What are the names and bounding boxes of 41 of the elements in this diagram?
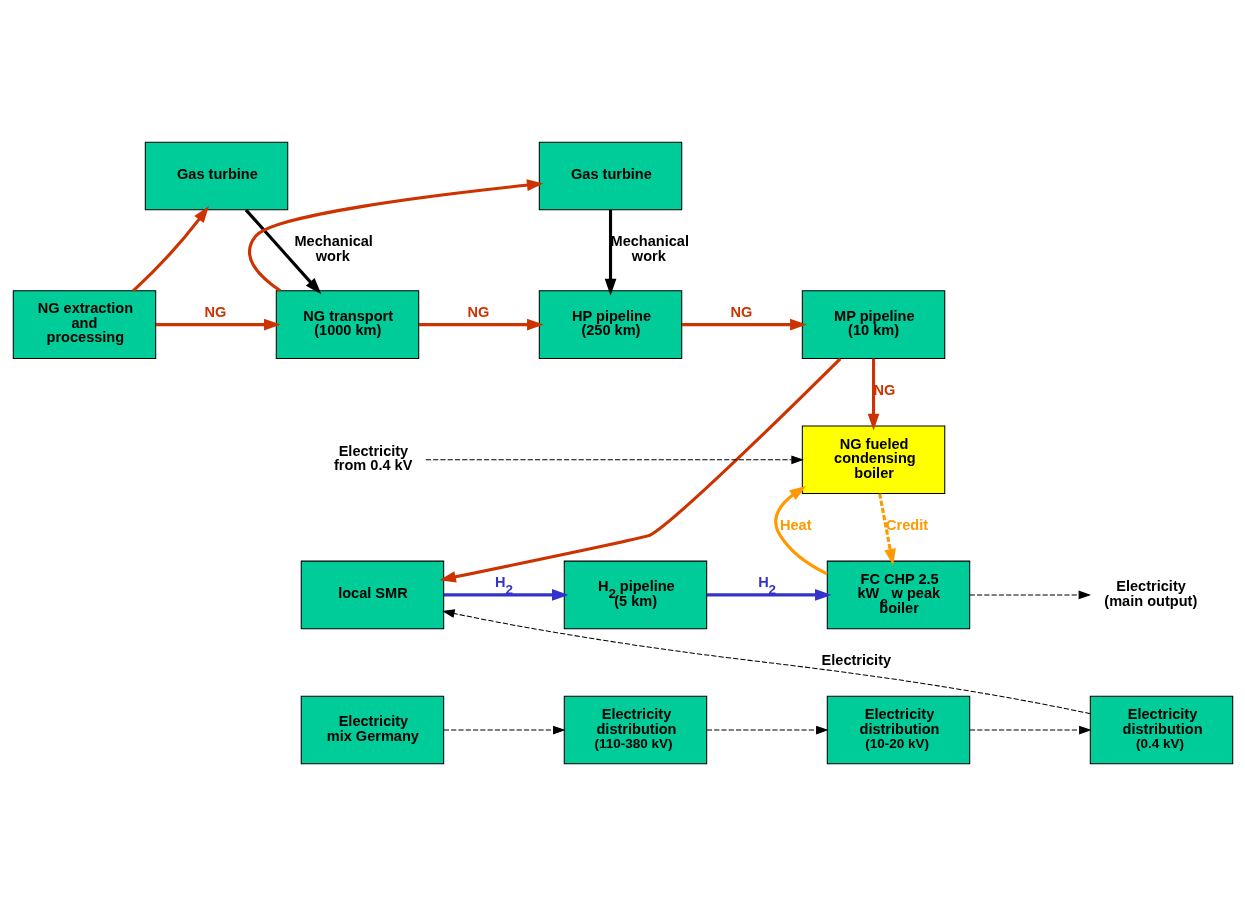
- node-box: MP pipeline (10 km): [801, 290, 945, 359]
- node-box: NG transport (1000 km): [275, 290, 419, 359]
- arrow: [681, 318, 807, 331]
- arrow: [968, 590, 1091, 600]
- edge-label: Heat: [779, 517, 812, 534]
- edge-label: Electricity: [821, 652, 891, 669]
- node-box: NG extraction and processing: [12, 290, 156, 359]
- node-box: NG fueled condensing boiler: [801, 425, 945, 495]
- edge-label: Mechanical work: [610, 233, 689, 264]
- arrow: [443, 589, 569, 601]
- arrow: [604, 209, 616, 296]
- node-box: Gas turbine: [538, 141, 682, 211]
- edge-label: NG: [730, 303, 752, 320]
- arrow: [877, 493, 896, 566]
- arrow: [442, 725, 566, 735]
- edge-label: Credit: [885, 517, 928, 534]
- arrow: [424, 455, 804, 465]
- arrow: [244, 208, 321, 295]
- arrow: [418, 318, 544, 331]
- node-box: Gas turbine: [144, 141, 288, 211]
- arrow: [705, 725, 829, 735]
- arrow: [773, 485, 828, 576]
- node-box: HP pipeline (250 km): [538, 290, 682, 359]
- edge-label: NG: [467, 303, 489, 320]
- arrow: [867, 358, 879, 431]
- edge-label: Mechanical work: [293, 233, 373, 264]
- arrow: [438, 357, 841, 583]
- arrow: [706, 589, 832, 601]
- arrow: [155, 318, 281, 331]
- edge-label: NG: [204, 303, 226, 320]
- arrow: [968, 725, 1092, 735]
- arrow: [441, 609, 1091, 715]
- node-text: Electricity from 0.4 kV: [333, 442, 412, 474]
- node-box: Electricity mix Germany: [300, 695, 444, 765]
- node-text: Electricity (main output): [1103, 577, 1197, 609]
- node-box: Electricity distribution (0.4 kV): [1089, 695, 1233, 765]
- node-box: Electricity distribution (10-20 kV): [826, 695, 970, 765]
- arrow: [247, 179, 544, 293]
- node-box: Electricity distribution (110-380 kV): [563, 695, 707, 765]
- node-box: local SMR: [300, 560, 444, 630]
- arrow: [131, 206, 209, 292]
